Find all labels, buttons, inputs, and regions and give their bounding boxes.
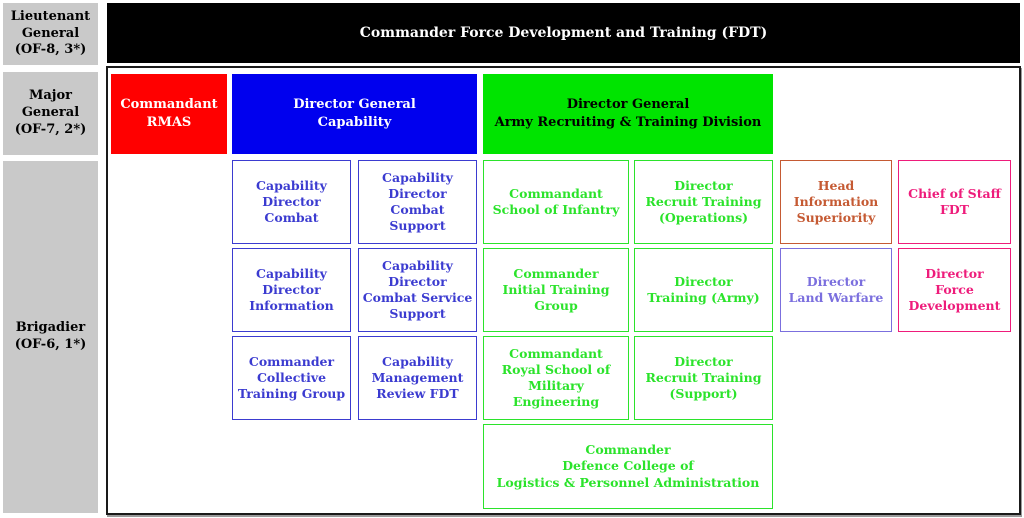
org-box-commandant-school-of-infantry: Commandant School of Infantry (483, 160, 629, 244)
page-title: Commander Force Development and Training… (359, 25, 768, 41)
org-box-commander-initial-training-group: Commander Initial Training Group (483, 248, 629, 332)
org-box-director-recruit-training-operations: Director Recruit Training (Operations) (634, 160, 773, 244)
org-box-commander-collective-training-group: Commander Collective Training Group (232, 336, 351, 420)
org-box-commandant-royal-school-of-military-engineering: Commandant Royal School of Military Engi… (483, 336, 629, 420)
org-box-director-force-development: Director Force Development (898, 248, 1011, 332)
org-box-capability-director-combat-service-support: Capability Director Combat Service Suppo… (358, 248, 477, 332)
rank-band-brigadier: Brigadier (OF-6, 1*) (3, 161, 98, 513)
org-box-director-training-army: Director Training (Army) (634, 248, 773, 332)
org-box-director-general-army-recruiting-training: Director General Army Recruiting & Train… (483, 74, 773, 154)
org-box-capability-director-information: Capability Director Information (232, 248, 351, 332)
org-box-director-land-warfare: Director Land Warfare (780, 248, 892, 332)
org-box-capability-director-combat-support: Capability Director Combat Support (358, 160, 477, 244)
org-box-capability-management-review-fdt: Capability Management Review FDT (358, 336, 477, 420)
title-bar: Commander Force Development and Training… (107, 3, 1020, 63)
org-box-chief-of-staff-fdt: Chief of Staff FDT (898, 160, 1011, 244)
org-box-director-recruit-training-support: Director Recruit Training (Support) (634, 336, 773, 420)
org-box-head-information-superiority: Head Information Superiority (780, 160, 892, 244)
rank-band-major-general: Major General (OF-7, 2*) (3, 72, 98, 155)
org-box-capability-director-combat: Capability Director Combat (232, 160, 351, 244)
rank-band-lieutenant-general: Lieutenant General (OF-8, 3*) (3, 3, 98, 65)
org-box-director-general-capability: Director General Capability (232, 74, 477, 154)
org-box-commander-defence-college-of-logistics-personnel-administration: Commander Defence College of Logistics &… (483, 424, 773, 509)
org-box-commandant-rmas: Commandant RMAS (111, 74, 227, 154)
